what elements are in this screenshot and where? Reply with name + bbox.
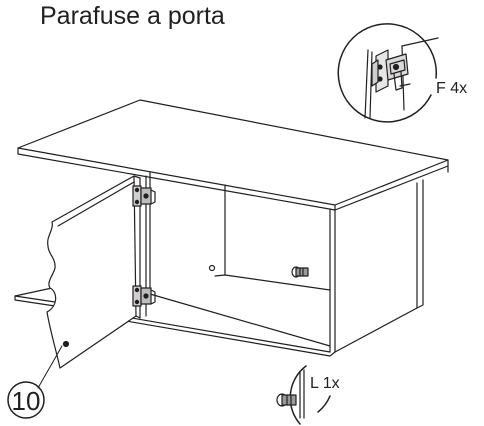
page-title: Parafuse a porta xyxy=(40,2,225,30)
hinge-screw-callout: F 4x xyxy=(436,80,467,97)
cabinet-door xyxy=(46,175,141,369)
shelf-dowel xyxy=(291,266,309,278)
hinge-lower xyxy=(132,285,156,307)
step-number-badge: 10 xyxy=(7,345,63,419)
hinge-detail-icon xyxy=(337,23,439,123)
dowel-detail-icon xyxy=(276,365,331,425)
dowel-callout: L 1x xyxy=(310,375,340,392)
hinge-upper xyxy=(132,185,156,207)
step-number: 10 xyxy=(12,386,41,416)
cabinet xyxy=(14,99,449,357)
